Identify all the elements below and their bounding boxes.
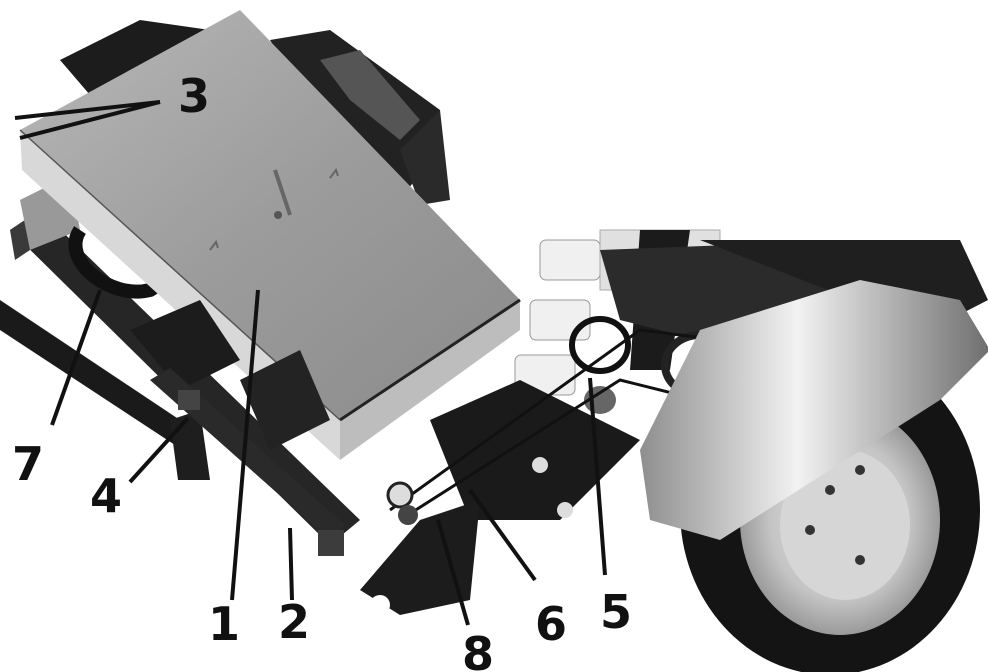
axle-tube <box>150 368 345 556</box>
callout-2: 2 <box>278 595 310 649</box>
callout-5: 5 <box>600 585 632 639</box>
callout-8: 8 <box>462 627 494 672</box>
callout-3: 3 <box>178 69 210 123</box>
leader-lines <box>14 100 607 626</box>
callout-4: 4 <box>90 469 122 523</box>
callout-6: 6 <box>535 597 567 651</box>
fender <box>640 280 988 540</box>
callout-1: 1 <box>208 597 240 651</box>
callout-7: 7 <box>12 437 44 491</box>
